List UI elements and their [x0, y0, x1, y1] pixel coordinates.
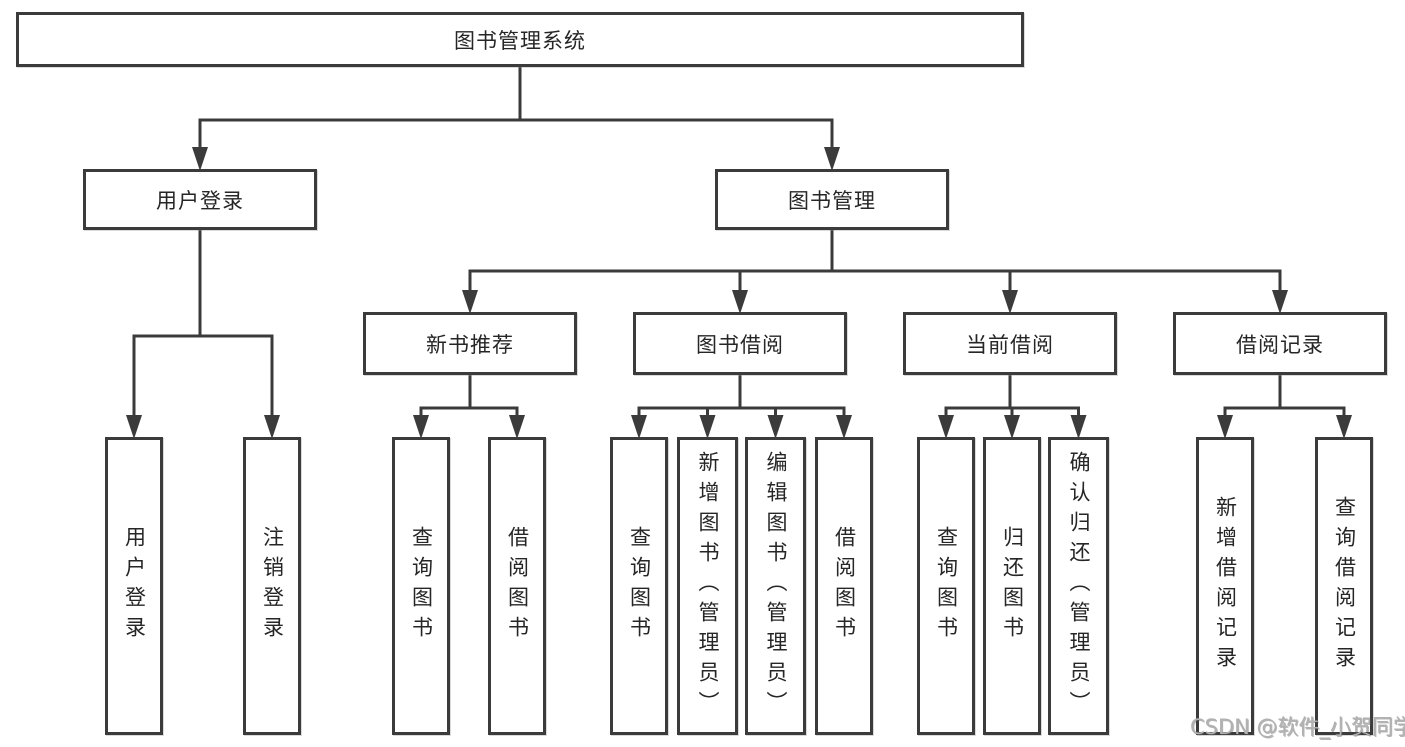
node-label: 新增借阅记录	[1213, 496, 1238, 676]
node-current-borrow: 当前借阅	[903, 312, 1117, 375]
fan-login-group	[126, 228, 280, 439]
node-label: 图书借阅	[696, 332, 784, 357]
arrowhead-icon	[1002, 290, 1018, 314]
arrowhead-icon	[836, 415, 852, 439]
node-login-group: 用户登录	[83, 169, 317, 230]
arrowhead-icon	[1272, 290, 1288, 314]
node-book-borrow: 图书借阅	[633, 312, 847, 375]
node-label: 编辑图书（管理员）	[764, 451, 788, 721]
arrowhead-icon	[1004, 415, 1020, 439]
fan-borrow-records	[1217, 373, 1352, 439]
node-borrow-books-2: 借阅图书	[815, 437, 873, 735]
fan-root	[192, 65, 840, 171]
arrowhead-icon	[1070, 415, 1087, 439]
node-label: 查询借阅记录	[1332, 496, 1357, 676]
node-query-books-1: 查询图书	[392, 437, 450, 735]
arrowhead-icon	[1336, 415, 1352, 439]
node-label: 查询图书	[934, 526, 959, 646]
node-edit-books-admin: 编辑图书（管理员）	[745, 437, 806, 735]
node-label: 注销登录	[260, 526, 285, 646]
node-label: 图书管理	[788, 188, 876, 213]
node-query-borrow-record: 查询借阅记录	[1315, 437, 1373, 735]
arrowhead-icon	[1217, 415, 1233, 439]
node-label: 用户登录	[122, 526, 147, 646]
node-logout: 注销登录	[243, 437, 301, 735]
arrowhead-icon	[631, 415, 647, 439]
node-label: 查询图书	[409, 526, 434, 646]
node-label: 图书管理系统	[454, 28, 586, 53]
fan-book-mgmt	[462, 228, 1288, 314]
watermark: CSDN @软件_小贺同学	[1190, 715, 1405, 739]
node-query-books-2: 查询图书	[610, 437, 668, 735]
arrowhead-icon	[824, 147, 840, 171]
node-label: 借阅图书	[832, 526, 857, 646]
node-label: 当前借阅	[966, 332, 1054, 357]
node-return-books: 归还图书	[983, 437, 1041, 735]
node-label: 新书推荐	[426, 332, 514, 357]
node-label: 借阅图书	[505, 526, 530, 646]
node-root: 图书管理系统	[16, 12, 1024, 67]
node-user-login: 用户登录	[105, 437, 163, 735]
arrowhead-icon	[767, 415, 784, 439]
node-book-mgmt: 图书管理	[715, 169, 949, 230]
arrowhead-icon	[938, 415, 954, 439]
node-label: 确认归还（管理员）	[1067, 451, 1091, 721]
node-borrow-records: 借阅记录	[1173, 312, 1387, 375]
node-add-borrow-record: 新增借阅记录	[1196, 437, 1254, 735]
node-add-books-admin: 新增图书（管理员）	[677, 437, 738, 735]
fan-new-book-rec	[413, 373, 525, 439]
arrowhead-icon	[509, 415, 525, 439]
fan-book-borrow	[631, 373, 852, 439]
node-new-book-rec: 新书推荐	[363, 312, 577, 375]
arrowhead-icon	[126, 415, 142, 439]
arrowhead-icon	[732, 290, 748, 314]
arrowhead-icon	[699, 415, 716, 439]
node-borrow-books-1: 借阅图书	[488, 437, 546, 735]
arrowhead-icon	[192, 147, 208, 171]
fan-current-borrow	[938, 373, 1087, 439]
node-label: 借阅记录	[1236, 332, 1324, 357]
arrowhead-icon	[413, 415, 429, 439]
node-label: 新增图书（管理员）	[696, 451, 720, 721]
arrowhead-icon	[264, 415, 280, 439]
arrowhead-icon	[462, 290, 478, 314]
node-confirm-return-admin: 确认归还（管理员）	[1048, 437, 1109, 735]
node-label: 用户登录	[156, 188, 244, 213]
node-label: 查询图书	[627, 526, 652, 646]
node-query-books-3: 查询图书	[917, 437, 975, 735]
node-label: 归还图书	[1000, 526, 1025, 646]
